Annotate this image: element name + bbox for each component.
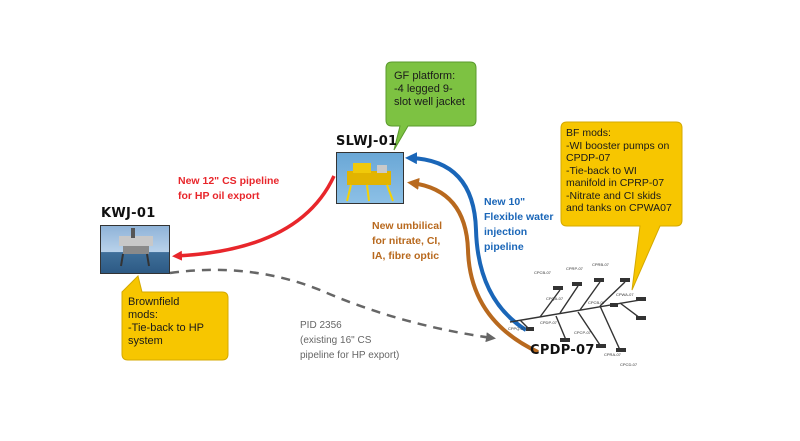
bf-callout-shape [560,121,683,291]
cpdp-07-label: CPDP-07 [530,343,595,358]
kwj-01-label: KWJ-01 [101,206,156,221]
slwj-01-label: SLWJ-01 [336,134,398,149]
cluster-label: CPRA-07 [604,352,621,357]
cluster-label: CPCB-07 [588,300,605,305]
cluster-label: CPCD-07 [620,362,638,367]
slwj-01-photo [336,152,404,204]
cluster-label: CPCP-07 [574,330,591,335]
cluster-label: CPQA-07 [546,296,564,301]
cluster-label: CPCB-07 [534,270,551,275]
umbilical-line [407,177,539,354]
cpdp-cluster-schematic [509,281,641,351]
cluster-label: CPRB-07 [592,262,609,267]
gf-callout-shape [385,61,477,151]
cluster-label: CPRP-07 [566,266,583,271]
brownfield-mods-callout-text: Brownfield mods: -Tie-back to HP system [128,296,205,347]
water-injection-line [405,152,528,332]
cluster-label: CPWA-07 [616,292,634,297]
cluster-label: CPPQ-07 [508,326,526,331]
water-injection-pipeline-label: New 10" Flexible water injection pipelin… [484,196,554,253]
kwj-01-photo [100,225,170,274]
oil-export-pipeline-label: New 12" CS pipeline for HP oil export [178,175,280,202]
existing-pipeline-label: PID 2356 (existing 16" CS pipeline for H… [300,320,400,361]
cpdp-cluster-nodes [526,278,646,352]
umbilical-label: New umbilical for nitrate, CI, IA, fibre… [372,220,443,262]
existing-pipeline-line [169,268,496,343]
oil-export-pipeline-line [172,175,336,261]
gf-platform-callout-text: GF platform: -4 legged 9- slot well jack… [394,70,465,108]
cluster-label: CPDP-07 [540,320,557,325]
bf-mods-callout-text: BF mods: -WI booster pumps on CPDP-07 -T… [566,127,672,214]
brownfield-callout-shape [121,275,229,361]
